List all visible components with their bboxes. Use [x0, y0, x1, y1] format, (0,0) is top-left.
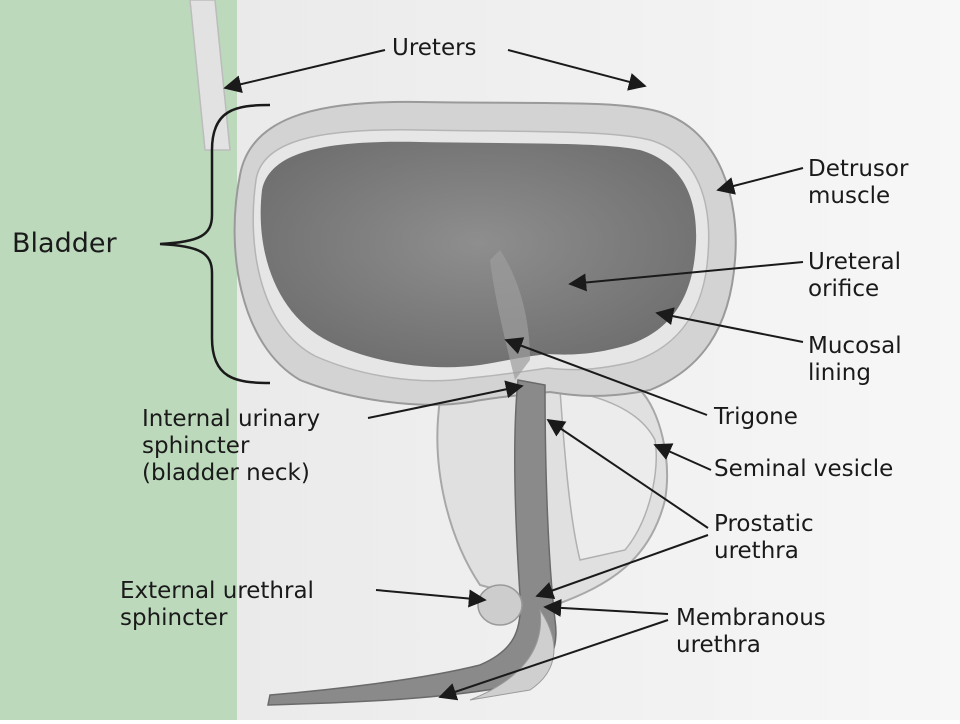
- pointer-ureteral-orifice: [568, 261, 804, 292]
- label-line: (bladder neck): [142, 460, 310, 486]
- pointer-seminal-vesicle: [653, 443, 712, 471]
- label-external-urethral-sphincter: External urethral sphincter: [120, 578, 314, 632]
- bladder-brace: [159, 103, 271, 385]
- label-internal-urinary-sphincter: Internal urinary sphincter (bladder neck…: [142, 406, 320, 487]
- label-trigone: Trigone: [714, 404, 798, 430]
- penile-tissue: [469, 609, 555, 701]
- label-line: Internal urinary: [142, 406, 321, 432]
- label-mucosal-lining: Mucosal lining: [808, 333, 902, 387]
- label-ureters: Ureters: [392, 35, 477, 61]
- label-line: orifice: [808, 276, 880, 302]
- pointer-detrusor: [716, 167, 804, 195]
- label-membranous-urethra: Membranous urethra: [676, 605, 826, 659]
- pointer-mucosal-lining: [655, 307, 804, 343]
- pointer-ureter-right: [507, 49, 647, 91]
- label-line: Mucosal: [808, 333, 902, 359]
- label-line: sphincter: [142, 433, 250, 459]
- seminal-vesicle-shape: [559, 389, 657, 561]
- pointer-ureter-left: [223, 49, 386, 94]
- label-line: Ureteral: [808, 249, 902, 275]
- label-line: Prostatic: [714, 511, 814, 537]
- label-line: Membranous: [676, 605, 826, 631]
- label-prostatic-urethra: Prostatic urethra: [714, 511, 814, 565]
- label-line: Detrusor: [808, 156, 909, 182]
- pointer-prostatic-urethra-2: [535, 534, 709, 600]
- pointer-trigone: [504, 337, 708, 416]
- label-bladder: Bladder: [12, 228, 117, 259]
- label-line: sphincter: [120, 605, 228, 631]
- label-line: urethra: [714, 538, 799, 564]
- label-line: muscle: [808, 183, 891, 209]
- pointer-internal-sphincter: [367, 380, 524, 419]
- left-green-panel: [0, 0, 237, 720]
- ureter-tube: [189, 0, 231, 151]
- bladder-cavity: [260, 141, 697, 368]
- label-detrusor-muscle: Detrusor muscle: [808, 156, 908, 210]
- pointer-membranous-urethra-2: [438, 619, 669, 701]
- external-sphincter-shape: [477, 584, 523, 626]
- label-seminal-vesicle: Seminal vesicle: [714, 456, 894, 482]
- pointer-prostatic-urethra-1: [546, 418, 709, 529]
- pointer-external-sphincter: [375, 589, 487, 608]
- label-line: urethra: [676, 632, 761, 658]
- label-line: External urethral: [120, 578, 314, 604]
- pointer-membranous-urethra-1: [543, 598, 669, 617]
- label-line: lining: [808, 360, 871, 386]
- label-ureteral-orifice: Ureteral orifice: [808, 249, 901, 303]
